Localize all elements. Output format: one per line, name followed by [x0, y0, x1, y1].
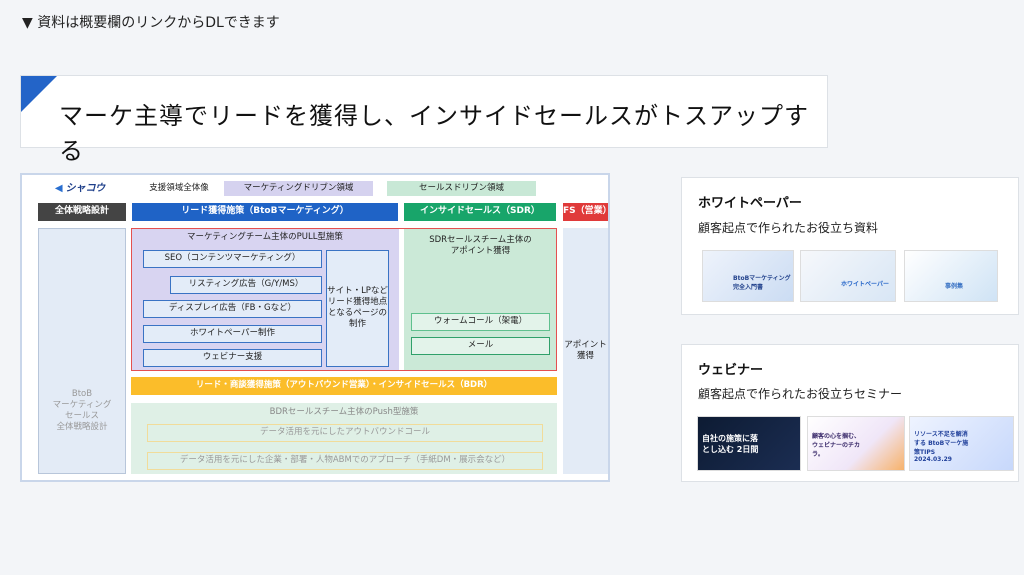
bdr-header: リード・商談獲得施策（アウトバウンド営業）・インサイドセールス（BDR）	[131, 377, 557, 395]
logo-arrow-icon: ◀	[54, 182, 63, 194]
webinar-thumbnail[interactable]: 顧客の心を掴む、ウェビナーのチカラ。	[807, 416, 905, 471]
whitepaper-thumbnail[interactable]: 事例集	[904, 250, 998, 302]
pull-title: マーケティングチーム主体のPULL型施策	[187, 232, 343, 243]
bdr-title: BDRセールスチーム主体のPush型施策	[269, 407, 419, 418]
whitepaper-subtitle: 顧客起点で作られたお役立ち資料	[698, 221, 879, 235]
sdr-item: メール	[411, 337, 550, 355]
webinar-thumbnail[interactable]: リソース不足を解消する BtoBマーケ施策TIPS 2024.03.29	[909, 416, 1014, 471]
webinar-subtitle: 顧客起点で作られたお役立ちセミナー	[698, 387, 903, 401]
corner-accent	[21, 76, 57, 112]
pull-item: ディスプレイ広告（FB・Gなど）	[143, 300, 322, 318]
webinar-title: ウェビナー	[698, 363, 764, 378]
bdr-item: データ活用を元にした企業・部署・人物ABMでのアプローチ（手紙DM・展示会など）	[147, 452, 543, 470]
logo: ◀シャコウ	[54, 182, 106, 194]
webinar-card[interactable]: ウェビナー 顧客起点で作られたお役立ちセミナー 自社の施策に落とし込む 2日間 …	[681, 344, 1019, 482]
highlight-frame	[131, 228, 557, 371]
whitepaper-card[interactable]: ホワイトペーパー 顧客起点で作られたお役立ち資料 BtoBマーケティング 完全入…	[681, 177, 1019, 315]
pull-item: ウェビナー支援	[143, 349, 322, 367]
strategy-column: BtoB マーケティング セールス 全体戦略設計	[38, 228, 126, 474]
header-lead: リード獲得施策（BtoBマーケティング）	[132, 203, 398, 221]
whitepaper-title: ホワイトペーパー	[698, 196, 802, 211]
sdr-item: ウォームコール（架電）	[411, 313, 550, 331]
overview-label: 支援領域全体像	[149, 182, 209, 193]
pull-item: ホワイトペーパー制作	[143, 325, 322, 343]
headline: マーケ主導でリードを獲得し、インサイドセールスがトスアップする	[59, 102, 809, 165]
bdr-item: データ活用を元にしたアウトバウンドコール	[147, 424, 543, 442]
fs-column: アポイント 獲得	[563, 228, 608, 474]
header-strategy: 全体戦略設計	[38, 203, 126, 221]
support-diagram: ◀シャコウ 支援領域全体像 マーケティングドリブン領域 セールスドリブン領域 全…	[20, 173, 612, 482]
headline-box: マーケ主導でリードを獲得し、インサイドセールスがトスアップする	[20, 75, 828, 165]
pull-item: SEO（コンテンツマーケティング）	[143, 250, 322, 268]
webinar-thumbnail[interactable]: 自社の施策に落とし込む 2日間	[697, 416, 801, 471]
legend-marketing: マーケティングドリブン領域	[224, 181, 373, 196]
bdr-area	[131, 403, 557, 474]
site-production-box: サイト・LPなど リード獲得地点 となるページの 制作	[326, 250, 389, 367]
whitepaper-thumbnail[interactable]: ホワイトペーパー	[800, 250, 896, 302]
pull-item: リスティング広告（G/Y/MS）	[170, 276, 322, 294]
download-note: ▼ 資料は概要欄のリンクからDLできます	[22, 15, 280, 31]
whitepaper-thumbnail[interactable]: BtoBマーケティング 完全入門書	[702, 250, 794, 302]
header-sdr: インサイドセールス（SDR）	[404, 203, 556, 221]
sdr-title: SDRセールスチーム主体の アポイント獲得	[429, 234, 532, 256]
legend-sales: セールスドリブン領域	[387, 181, 536, 196]
header-fs: FS（営業）	[563, 203, 612, 221]
